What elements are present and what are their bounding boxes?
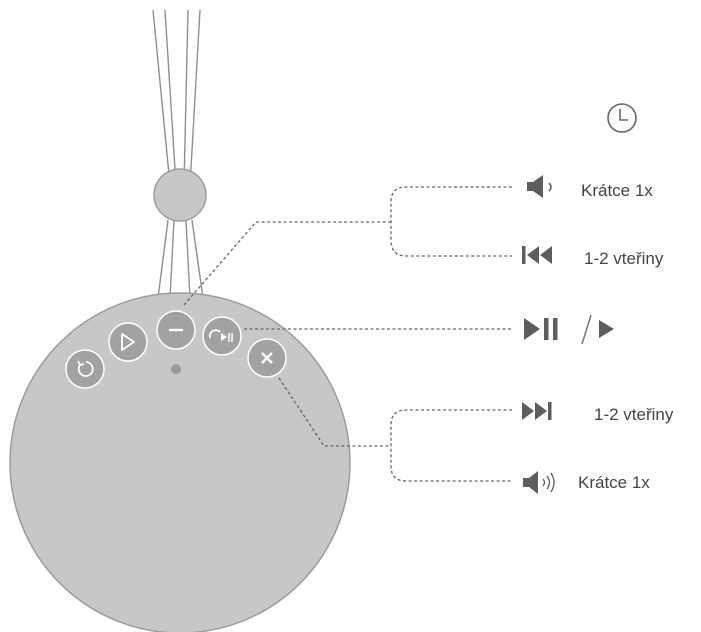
speaker-high-icon (523, 471, 555, 494)
play-separator (581, 314, 592, 345)
reset-icon (77, 360, 94, 377)
play-pause-button[interactable] (202, 316, 242, 356)
play-icon (599, 320, 614, 338)
leader-lines (183, 186, 512, 482)
skip-forward-icon (522, 402, 552, 420)
close-button[interactable] (247, 338, 287, 378)
bluetooth-icon (121, 333, 135, 351)
bluetooth-button[interactable] (108, 322, 148, 362)
reset-button[interactable] (65, 349, 105, 389)
speaker-low-icon (527, 175, 552, 198)
close-icon (261, 352, 273, 364)
play-pause-icon (524, 318, 558, 340)
next-track-label: 1-2 vteřiny (594, 405, 674, 424)
minus-button[interactable] (156, 310, 196, 350)
skip-back-icon (522, 246, 552, 264)
cord-slider (153, 168, 207, 222)
remote-cords (152, 9, 204, 299)
volume-up-label: Krátce 1x (578, 473, 650, 492)
indicator-dot (171, 364, 181, 374)
previous-track-label: 1-2 vteřiny (584, 249, 664, 268)
clock-icon (607, 103, 637, 133)
volume-down-label: Krátce 1x (581, 181, 653, 200)
play-pause-small-icon (208, 329, 233, 342)
